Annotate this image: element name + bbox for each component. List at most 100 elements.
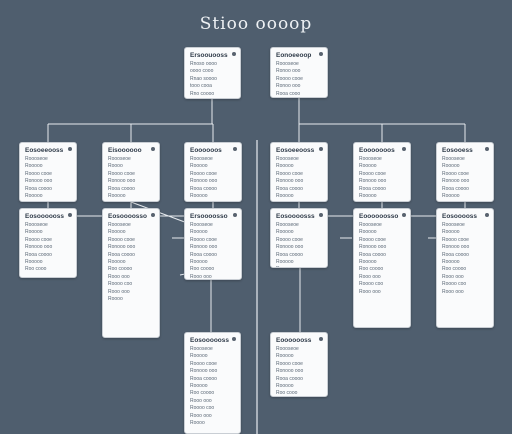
node-field: Ronooo ooo <box>359 178 387 185</box>
node-header: Eosoooosss <box>276 213 315 220</box>
node-field: Roo coooo <box>442 266 467 273</box>
node-field: Rooooo <box>442 193 460 200</box>
node-field: Ronooo ooo <box>276 244 304 251</box>
node-field: Roooseoe <box>359 156 382 162</box>
node-field: Ronoo ooo <box>276 83 301 90</box>
node-field: Ronooo ooo <box>190 368 218 375</box>
node-handle-icon[interactable] <box>402 213 406 217</box>
node-field: Ronooo ooo <box>190 178 218 185</box>
node-field: Roooseoe <box>108 156 131 162</box>
node-handle-icon[interactable] <box>151 147 155 151</box>
node-handle-icon[interactable] <box>151 213 155 217</box>
node-field: Roooseoe <box>276 156 299 162</box>
node-header: Ersoooosso <box>190 213 228 220</box>
node-field: Rooooo <box>190 229 208 236</box>
node-header: Ersoouooss <box>190 52 228 59</box>
node-field: Roooo cooe <box>190 170 217 177</box>
node-field: Ronooo ooo <box>108 178 136 185</box>
node-field: Rooooo <box>190 383 208 390</box>
node-field: Rooooo <box>359 259 377 266</box>
node-handle-icon[interactable] <box>232 52 236 56</box>
node-header: Eosoeeooss <box>25 147 64 154</box>
node-header: Eosoooooss <box>190 337 230 344</box>
node-field: Rooooo <box>25 259 43 266</box>
node-field: Roooseoe <box>276 222 299 228</box>
node-field: Rooa coooo <box>359 185 386 192</box>
node-field: Rnao soooo <box>190 75 217 82</box>
node-field: Rooooo <box>25 163 43 170</box>
node-field: Ronooo ooo <box>442 244 470 251</box>
node-handle-icon[interactable] <box>319 147 323 151</box>
node-field: Rooa coooo <box>359 251 386 258</box>
node-handle-icon[interactable] <box>68 213 72 217</box>
node-handle-icon[interactable] <box>485 213 489 217</box>
node-field: Rooooo <box>276 163 294 170</box>
node-field: Ronooo ooo <box>276 178 304 185</box>
node-handle-icon[interactable] <box>485 147 489 151</box>
node-field: Roooo <box>108 296 123 303</box>
node-field: Rooooo <box>276 229 294 236</box>
node-handle-icon[interactable] <box>402 147 406 151</box>
node-field: Rooo ooo <box>108 273 130 280</box>
node-field: Rooa coooo <box>276 185 303 192</box>
node-handle-icon[interactable] <box>233 147 237 151</box>
node-field: Rooooo <box>190 163 208 170</box>
node-field: Roooo coo <box>108 281 133 288</box>
node-field: Roooo cooe <box>442 170 469 177</box>
connector <box>130 201 191 225</box>
node-field: Roooo cooe <box>25 236 52 243</box>
node-handle-icon[interactable] <box>319 213 323 217</box>
node-field: Rooooo <box>25 193 43 200</box>
node-field: Rooa coooo <box>190 185 217 192</box>
node-field: Roooseoe <box>442 222 465 228</box>
node-header: Eosoeeooss <box>276 147 315 154</box>
node-field: Roooseoe <box>108 222 131 228</box>
node-field: oooo cooo <box>190 68 214 75</box>
node-field: Rooo ooo <box>108 288 130 295</box>
node-header: Eooooooos <box>359 147 395 154</box>
node-field: Rooa coooo <box>108 185 135 192</box>
node-field: Roooo cooe <box>25 170 52 177</box>
node-handle-icon[interactable] <box>319 337 323 341</box>
node-field: Roo coooo <box>108 266 133 273</box>
diagram-title: Stioo oooop <box>199 14 313 34</box>
node-field: Rooa coooo <box>108 251 135 258</box>
node-field: Roo cooo <box>276 390 298 397</box>
node-handle-icon[interactable] <box>319 52 323 56</box>
node-field: Roooo cooe <box>108 170 135 177</box>
node-field: Roooseoe <box>359 222 382 228</box>
node-field: Rooooo <box>276 193 294 200</box>
node-field: Roooo cooe <box>108 236 135 243</box>
node-field: Roooo coo <box>359 281 384 288</box>
node-field: Rooooo <box>359 163 377 170</box>
node-field: Rno coooo <box>190 90 215 97</box>
node-field: Roooo coo <box>442 281 467 288</box>
node-header: Eoooooosso <box>359 213 399 220</box>
node-field: Rooooo <box>359 193 377 200</box>
node-header: Eonoeeoop <box>276 52 312 59</box>
node-handle-icon[interactable] <box>68 147 72 151</box>
node-field: Ronooo ooo <box>108 244 136 251</box>
node-field: Roooo cooe <box>190 236 217 243</box>
node-field: Roooo cooe <box>276 170 303 177</box>
node-field: Rooooo <box>276 353 294 360</box>
node-field: Roooseoe <box>25 222 48 228</box>
node-handle-icon[interactable] <box>233 213 237 217</box>
node-handle-icon[interactable] <box>232 337 236 341</box>
